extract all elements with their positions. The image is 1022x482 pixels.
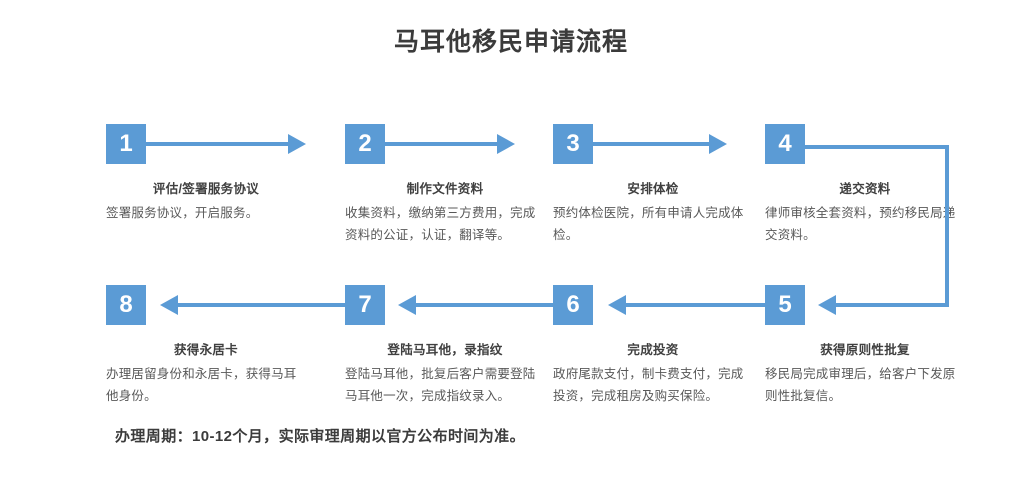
step-title-8: 获得永居卡 [173, 343, 238, 357]
step-desc-8: 办理居留身份和永居卡，获得马耳他身份。 [106, 367, 297, 403]
step-number-badge-2: 2 [345, 124, 385, 164]
connector-step5-horizontal [833, 303, 949, 307]
step-desc-6: 政府尾款支付，制卡费支付，完成投资，完成租房及购买保险。 [553, 367, 744, 403]
step-number-badge-7: 7 [345, 285, 385, 325]
step-number-badge-8: 8 [106, 285, 146, 325]
arrow-left-step6-to-step7 [398, 290, 553, 320]
step-title-2: 制作文件资料 [406, 182, 484, 196]
flow-row-top: 1 评估/签署服务协议 签署服务协议，开启服务。 2 制作文件资料 收集资料，缴… [0, 124, 1022, 284]
processing-period-note: 办理周期：10-12个月，实际审理周期以官方公布时间为准。 [115, 428, 525, 445]
connector-step4-to-step5-vertical [945, 145, 949, 306]
step-number-badge-3: 3 [553, 124, 593, 164]
step-number-badge-5: 5 [765, 285, 805, 325]
step-number-badge-1: 1 [106, 124, 146, 164]
step-title-1: 评估/签署服务协议 [152, 182, 260, 196]
step-title-7: 登陆马耳他，录指纹 [387, 343, 503, 357]
connector-step4-horizontal [805, 145, 949, 149]
step-desc-5: 移民局完成审理后，给客户下发原则性批复信。 [765, 367, 956, 403]
step-title-6: 完成投资 [627, 343, 679, 357]
step-number-badge-4: 4 [765, 124, 805, 164]
step-title-4: 递交资料 [839, 182, 891, 196]
flow-row-bottom: 8 获得永居卡 办理居留身份和永居卡，获得马耳他身份。 7 登陆马耳他，录指纹 … [0, 285, 1022, 445]
arrow-left-step7-to-step8 [160, 290, 345, 320]
arrow-left-connector-to-step5 [818, 290, 858, 320]
arrow-right-step3-to-step4 [593, 129, 727, 159]
arrow-right-step2-to-step3 [385, 129, 515, 159]
step-desc-4: 律师审核全套资料，预约移民局递交资料。 [765, 206, 956, 242]
arrow-left-step5-to-step6 [608, 290, 765, 320]
step-title-5: 获得原则性批复 [820, 343, 910, 357]
step-desc-7: 登陆马耳他，批复后客户需要登陆马耳他一次，完成指纹录入。 [345, 367, 536, 403]
step-desc-1: 签署服务协议，开启服务。 [106, 206, 259, 220]
arrow-right-step1-to-step2 [146, 129, 306, 159]
step-number-badge-6: 6 [553, 285, 593, 325]
step-desc-2: 收集资料，缴纳第三方费用，完成资料的公证，认证，翻译等。 [345, 206, 536, 242]
page-title: 马耳他移民申请流程 [393, 28, 628, 56]
step-title-3: 安排体检 [627, 182, 679, 196]
step-desc-3: 预约体检医院，所有申请人完成体检。 [553, 206, 744, 242]
